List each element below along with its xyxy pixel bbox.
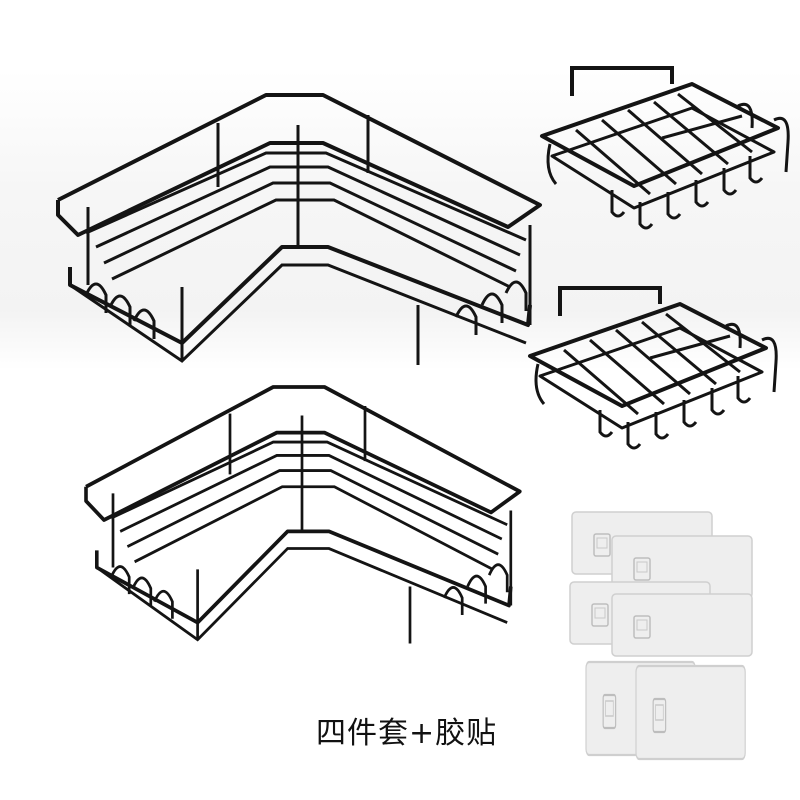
product-caption: 四件套+胶贴 [316, 716, 498, 751]
corner-rack-top [56, 93, 542, 367]
soap-rack-bottom [528, 286, 779, 450]
soap-rack-top [540, 66, 791, 230]
adhesive-stickers [569, 511, 753, 761]
corner-rack-bottom [84, 385, 522, 646]
